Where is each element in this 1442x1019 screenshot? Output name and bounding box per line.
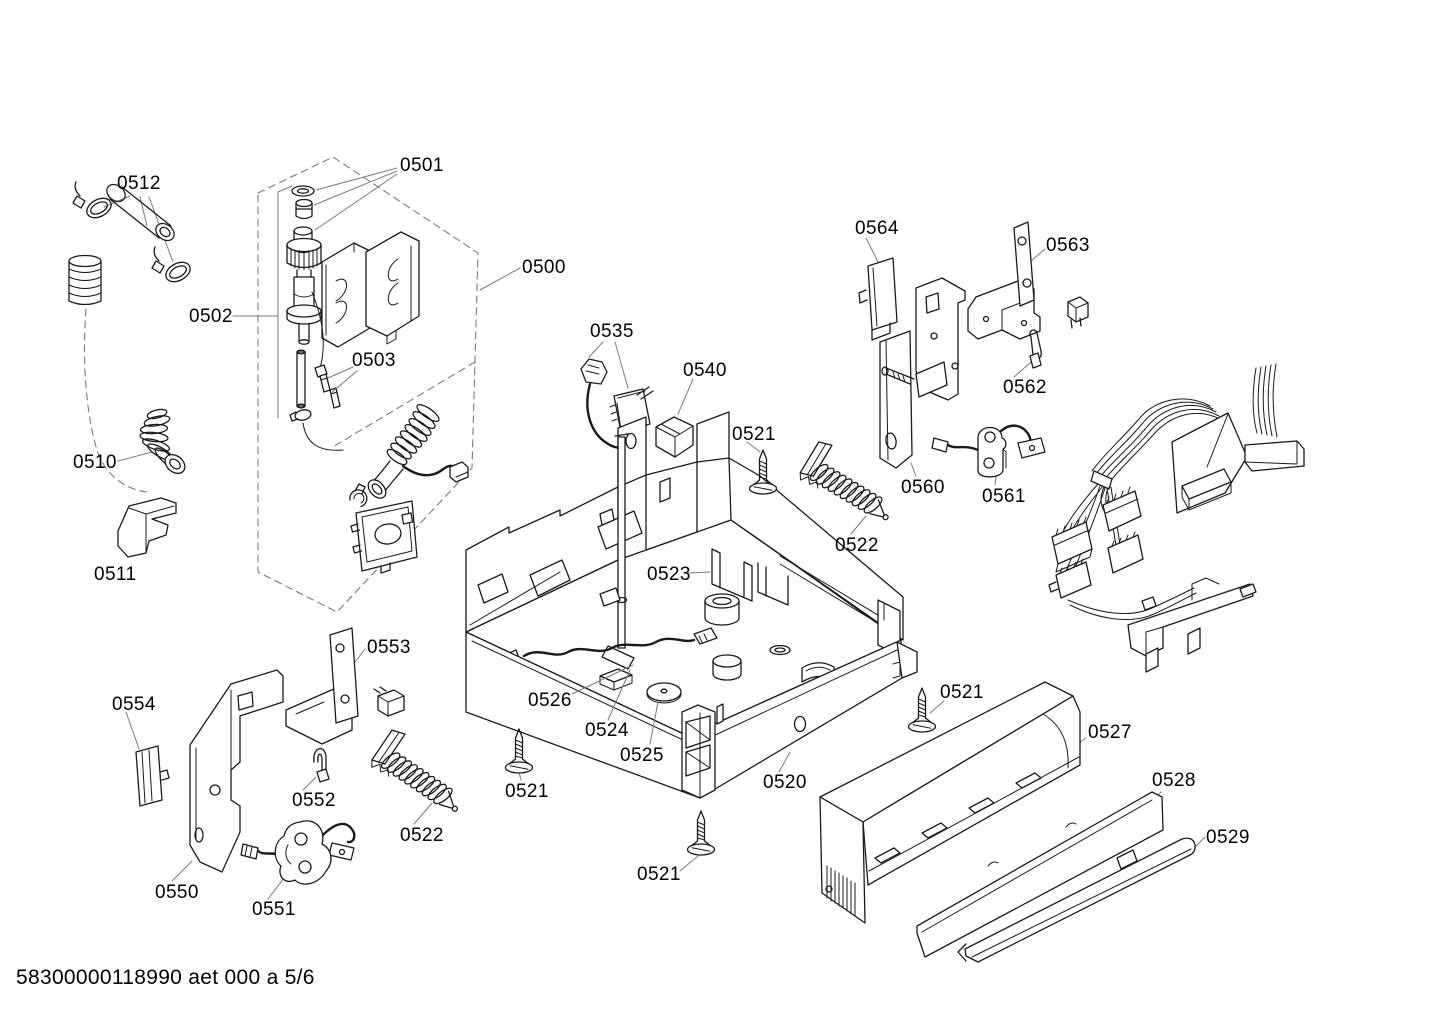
part-label-0562: 0562 bbox=[1003, 377, 1047, 398]
pad-0554 bbox=[125, 711, 170, 807]
bracket-0564 bbox=[858, 237, 898, 341]
part-label-0520: 0520 bbox=[763, 772, 807, 793]
switch-block bbox=[373, 686, 405, 717]
part-label-0510: 0510 bbox=[73, 452, 117, 473]
bracket-0511 bbox=[117, 497, 177, 558]
part-label-0550: 0550 bbox=[155, 882, 199, 903]
hose-clamp-kit-0512 bbox=[72, 181, 191, 283]
bracket-0553 bbox=[285, 627, 366, 745]
bracket-0560 bbox=[879, 277, 966, 477]
screws-0521 bbox=[504, 441, 945, 872]
cone-hose-assembly bbox=[349, 404, 469, 574]
part-label-0522: 0522 bbox=[835, 535, 879, 556]
panel-0528 bbox=[916, 791, 1164, 958]
part-label-0561: 0561 bbox=[982, 486, 1026, 507]
wiring-harness bbox=[1048, 363, 1305, 673]
springs-0522 bbox=[367, 437, 906, 825]
part-label-0502: 0502 bbox=[189, 306, 233, 327]
part-label-0511: 0511 bbox=[94, 564, 137, 585]
part-label-0551: 0551 bbox=[252, 899, 296, 920]
clip-0562 bbox=[1013, 329, 1042, 378]
part-label-0554: 0554 bbox=[112, 694, 156, 715]
part-label-0512: 0512 bbox=[117, 173, 161, 194]
part-label-0521: 0521 bbox=[637, 864, 681, 885]
part-label-0529: 0529 bbox=[1206, 827, 1250, 848]
part-label-0528: 0528 bbox=[1152, 770, 1196, 791]
part-label-0523: 0523 bbox=[647, 564, 691, 585]
part-label-0522: 0522 bbox=[400, 825, 444, 846]
part-label-0552: 0552 bbox=[292, 790, 336, 811]
part-label-0540: 0540 bbox=[683, 360, 727, 381]
connector-block bbox=[1067, 296, 1089, 329]
part-label-0563: 0563 bbox=[1046, 235, 1090, 256]
part-label-0525: 0525 bbox=[620, 745, 664, 766]
part-label-0564: 0564 bbox=[855, 218, 899, 239]
clip-0552 bbox=[302, 748, 330, 791]
document-number: 58300000118990 aet 000 a 5/6 bbox=[16, 966, 315, 989]
part-label-0521: 0521 bbox=[940, 682, 984, 703]
part-label-0521: 0521 bbox=[732, 424, 776, 445]
assembly-boundary-0500 bbox=[232, 156, 521, 613]
part-label-0503: 0503 bbox=[352, 350, 396, 371]
part-label-0521: 0521 bbox=[505, 781, 549, 802]
spring-hose-0510 bbox=[68, 254, 186, 493]
part-label-0501: 0501 bbox=[400, 155, 444, 176]
part-label-0526: 0526 bbox=[528, 690, 572, 711]
part-label-0535: 0535 bbox=[590, 321, 634, 342]
bracket-0563 bbox=[967, 221, 1046, 340]
part-label-0524: 0524 bbox=[585, 720, 629, 741]
sensor-0551 bbox=[240, 820, 356, 900]
panel-0527 bbox=[819, 681, 1087, 924]
part-label-0560: 0560 bbox=[901, 477, 945, 498]
base-assembly-0520 bbox=[465, 411, 918, 799]
part-label-0500: 0500 bbox=[522, 257, 566, 278]
plate-0550 bbox=[171, 669, 284, 882]
part-label-0527: 0527 bbox=[1088, 722, 1132, 743]
part-label-0553: 0553 bbox=[367, 637, 411, 658]
aquastop-valve-0502 bbox=[286, 231, 420, 451]
trim-0529 bbox=[957, 836, 1206, 963]
module-0540 bbox=[655, 378, 694, 458]
